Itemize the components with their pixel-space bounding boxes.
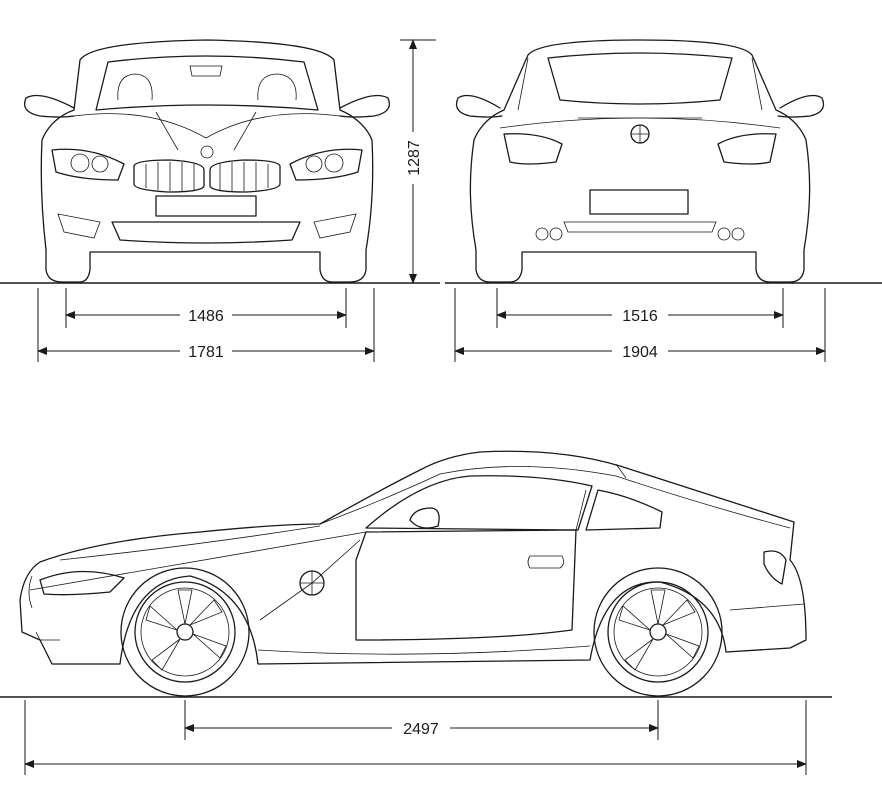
wheelbase-label: 2497 — [403, 721, 439, 738]
front-track-label: 1486 — [188, 308, 224, 325]
side-view — [0, 450, 832, 698]
front-width-label: 1781 — [188, 344, 224, 361]
rear-track-label: 1516 — [622, 308, 658, 325]
front-wheel — [120, 567, 250, 697]
rear-wheel — [593, 567, 723, 697]
rear-width-label: 1904 — [622, 344, 658, 361]
front-dimensions: 1486 1781 1287 — [37, 39, 436, 362]
side-dimensions: 2497 — [24, 700, 807, 775]
front-view — [0, 39, 440, 284]
height-label: 1287 — [406, 140, 423, 176]
rear-dimensions: 1516 1904 — [454, 288, 826, 362]
rear-view — [445, 39, 882, 284]
